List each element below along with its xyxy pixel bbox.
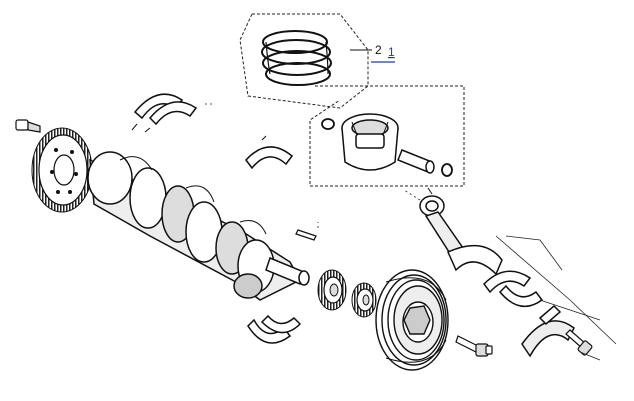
connecting-rod-bolt[interactable] [565,329,593,356]
drive-plate-bolt[interactable] [15,119,41,133]
piston[interactable] [341,113,399,171]
piston-ring-set-frame [239,13,369,109]
piston-pin[interactable] [397,149,435,174]
drive-plate[interactable] [31,127,93,213]
crankshaft[interactable] [87,151,310,301]
timing-sprocket[interactable] [317,269,347,311]
crankshaft-key[interactable] [295,229,317,241]
main-bearing-lower[interactable] [247,314,302,344]
piston-snap-ring-right[interactable] [441,163,453,177]
callout-1-link[interactable]: 1 [388,45,395,59]
thrust-bearing-shell[interactable] [245,135,294,170]
oil-pump-sprocket[interactable] [351,282,377,318]
rod-bearing-upper[interactable] [483,270,532,294]
piston-ring-set-group[interactable] [239,13,369,109]
crankshaft-pulley[interactable] [375,269,449,371]
leader-lines [205,103,617,361]
connecting-rod-cap[interactable] [521,304,575,358]
rod-bearing-lower[interactable] [498,284,544,308]
callout-2-label: 2 [375,43,382,57]
piston-assembly-group[interactable] [309,85,465,187]
connecting-rod[interactable] [419,187,503,276]
piston-snap-ring-left[interactable] [321,118,335,130]
piston-assembly-frame [309,85,465,187]
piston-rings[interactable] [261,30,332,86]
main-bearing-upper[interactable] [131,93,198,133]
pulley-bolt[interactable] [455,335,493,357]
